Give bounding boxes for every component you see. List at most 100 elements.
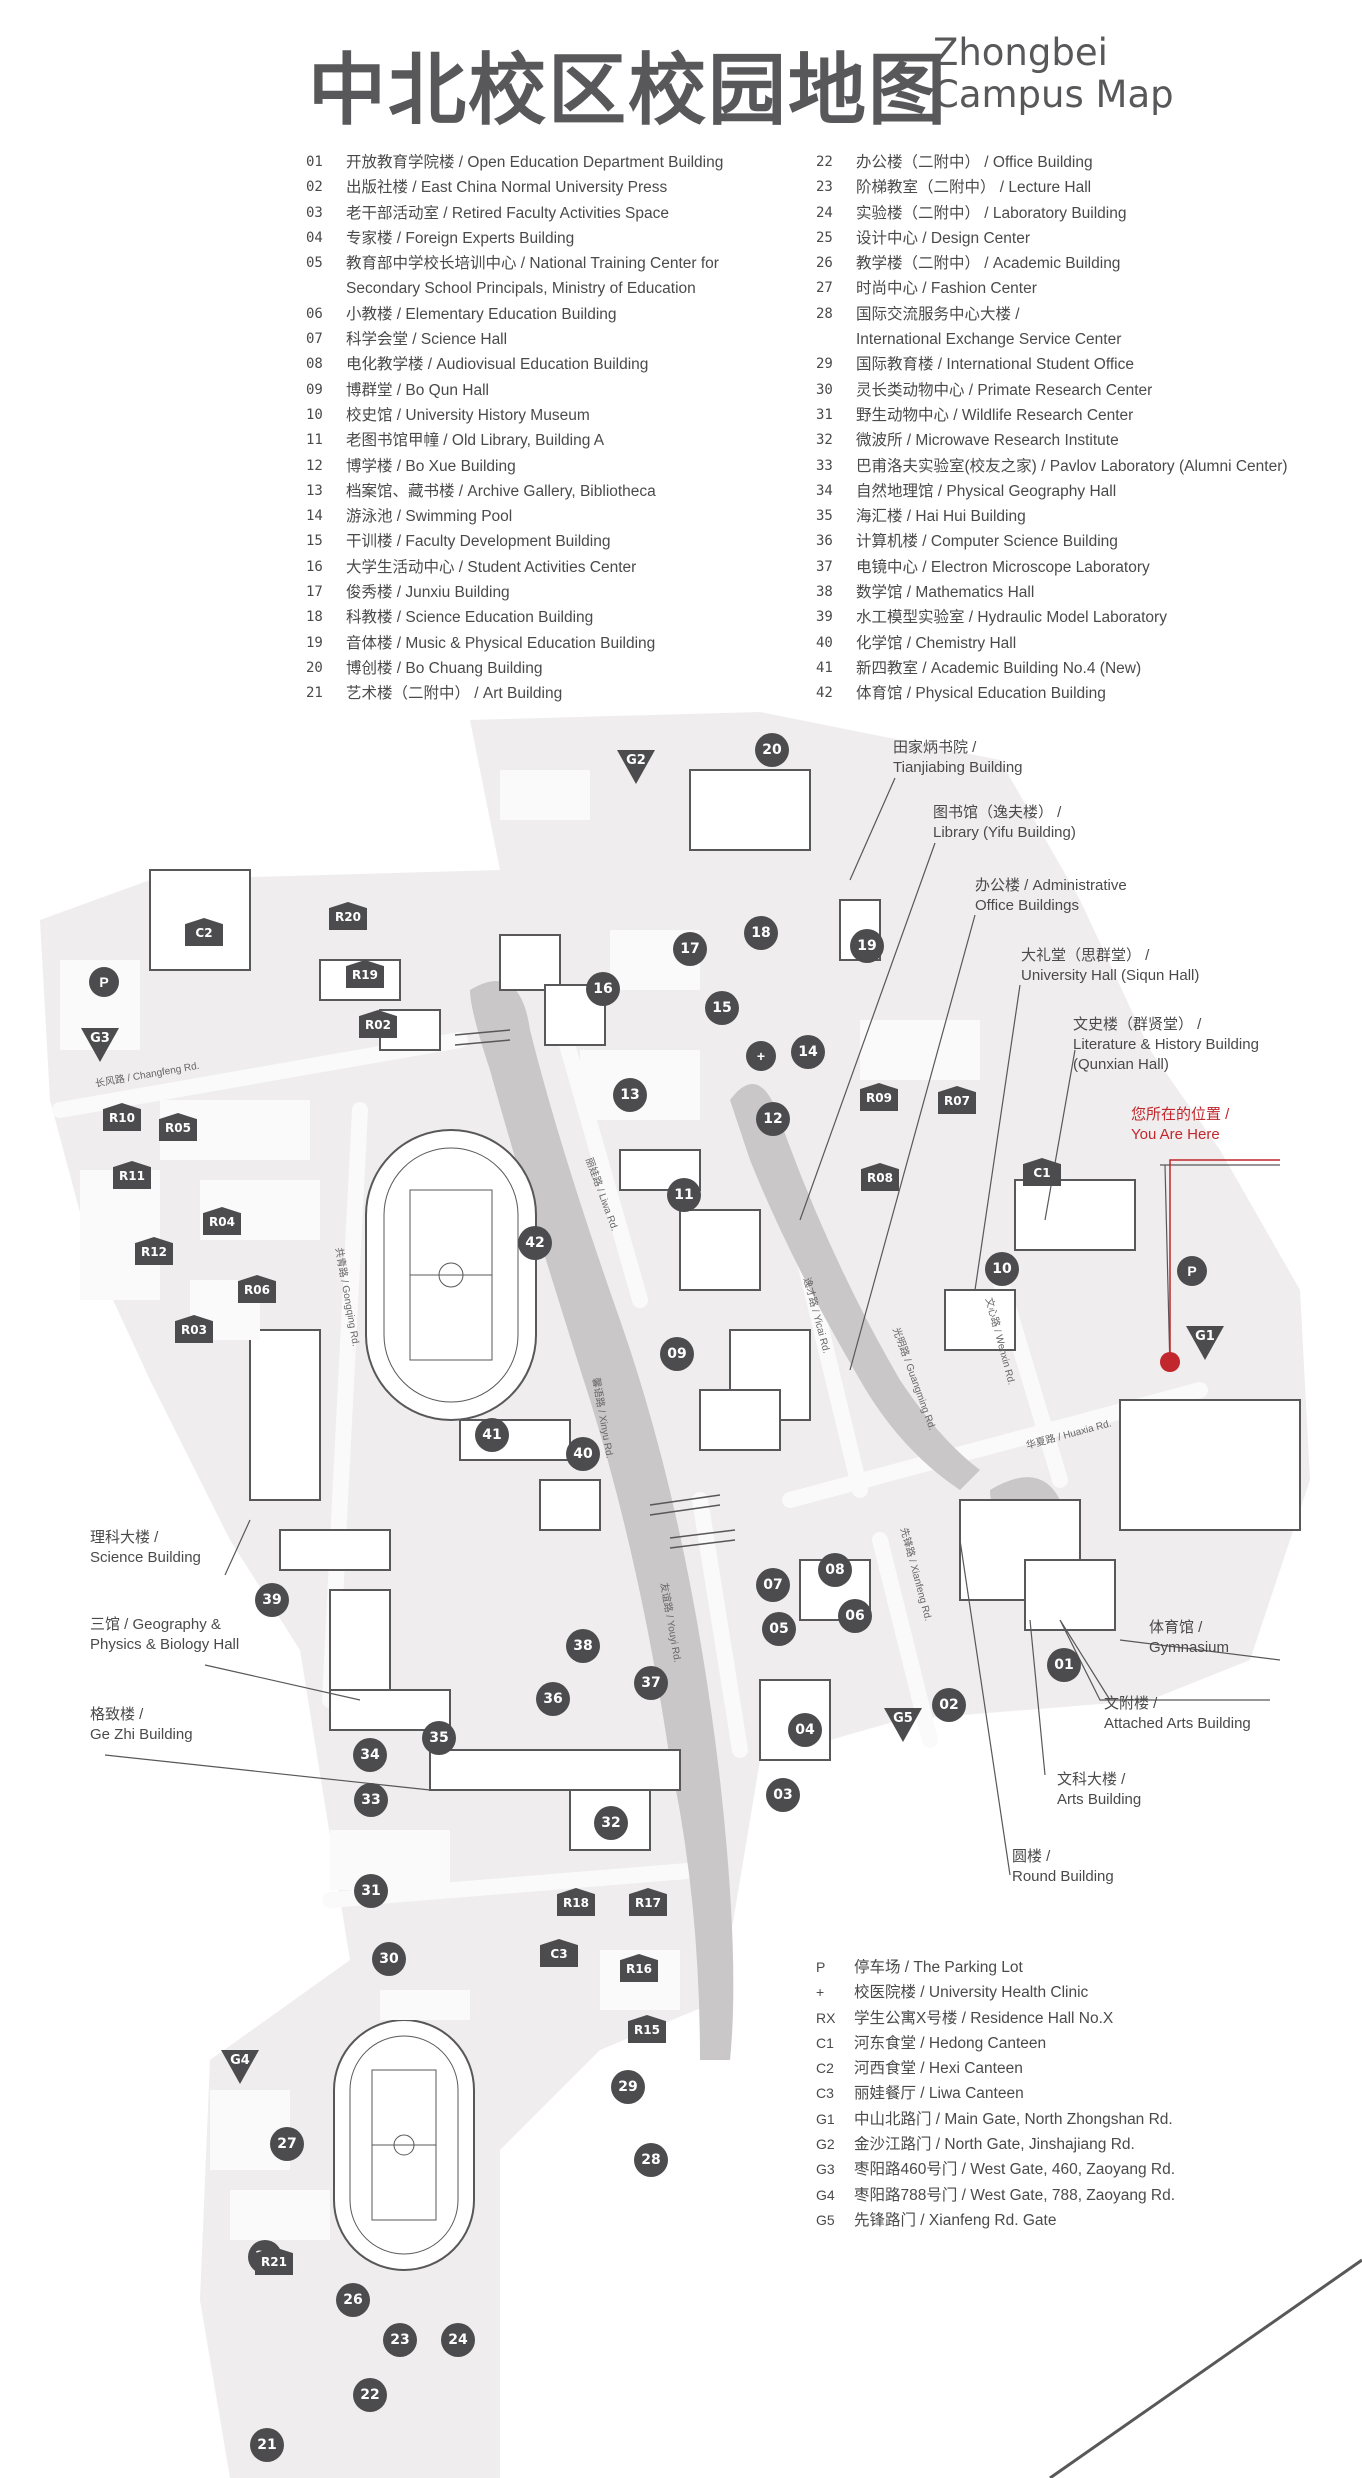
building-block (699, 1389, 781, 1451)
key-item-clinic: +校医院楼 / University Health Clinic (816, 1980, 1175, 2005)
building-marker-26[interactable]: 26 (336, 2283, 370, 2317)
building-marker-18[interactable]: 18 (744, 916, 778, 950)
building-marker-17[interactable]: 17 (673, 932, 707, 966)
legend-text: 数学馆 / Mathematics Hall (856, 584, 1035, 602)
building-marker-09[interactable]: 09 (660, 1337, 694, 1371)
residence-marker-r09[interactable]: R09 (860, 1083, 898, 1111)
building-marker-31[interactable]: 31 (354, 1874, 388, 1908)
building-marker-19[interactable]: 19 (850, 929, 884, 963)
residence-marker-r02[interactable]: R02 (359, 1010, 397, 1038)
building-marker-16[interactable]: 16 (586, 972, 620, 1006)
building-marker-39[interactable]: 39 (255, 1583, 289, 1617)
legend-text: 校史馆 / University History Museum (346, 406, 590, 424)
building-marker-07[interactable]: 07 (756, 1568, 790, 1602)
building-marker-15[interactable]: 15 (705, 991, 739, 1025)
residence-marker-r03[interactable]: R03 (175, 1315, 213, 1343)
building-block (1014, 1179, 1136, 1251)
building-marker-20[interactable]: 20 (755, 733, 789, 767)
residence-marker-r04[interactable]: R04 (203, 1207, 241, 1235)
building-block (944, 1289, 1016, 1351)
building-marker-30[interactable]: 30 (372, 1942, 406, 1976)
legend-text: 巴甫洛夫实验室(校友之家) / Pavlov Laboratory (Alumn… (856, 457, 1288, 475)
building-marker-42[interactable]: 42 (518, 1226, 552, 1260)
legend-text: 博群堂 / Bo Qun Hall (346, 381, 489, 399)
building-block (1119, 1399, 1301, 1531)
residence-marker-r15[interactable]: R15 (628, 2015, 666, 2043)
map-label-siqun: 大礼堂（思群堂） /University Hall (Siqun Hall) (1021, 946, 1199, 986)
clinic-marker[interactable]: + (746, 1041, 776, 1071)
building-marker-06[interactable]: 06 (838, 1599, 872, 1633)
parking-marker[interactable]: P (89, 967, 119, 997)
building-marker-23[interactable]: 23 (383, 2323, 417, 2357)
building-marker-05[interactable]: 05 (762, 1612, 796, 1646)
residence-marker-r17[interactable]: R17 (629, 1888, 667, 1916)
residence-marker-r19[interactable]: R19 (346, 960, 384, 988)
legend-text: 博创楼 / Bo Chuang Building (346, 659, 543, 677)
building-marker-40[interactable]: 40 (566, 1437, 600, 1471)
building-marker-36[interactable]: 36 (536, 1682, 570, 1716)
legend-text: 科教楼 / Science Education Building (346, 609, 594, 627)
key-text: 金沙江路门 / North Gate, Jinshajiang Rd. (854, 2136, 1135, 2154)
building-marker-11[interactable]: 11 (667, 1178, 701, 1212)
legend-number: 32 (816, 432, 833, 449)
canteen-marker-c2[interactable]: C2 (185, 918, 223, 946)
residence-marker-r05[interactable]: R05 (159, 1113, 197, 1141)
building-marker-34[interactable]: 34 (353, 1738, 387, 1772)
building-marker-04[interactable]: 04 (788, 1713, 822, 1747)
building-marker-13[interactable]: 13 (613, 1078, 647, 1112)
building-marker-24[interactable]: 24 (441, 2323, 475, 2357)
building-marker-41[interactable]: 41 (475, 1418, 509, 1452)
legend-text: 开放教育学院楼 / Open Education Department Buil… (346, 154, 724, 171)
legend-number: 37 (816, 558, 833, 575)
residence-marker-r20[interactable]: R20 (329, 902, 367, 930)
building-block (689, 769, 811, 851)
building-marker-28[interactable]: 28 (634, 2143, 668, 2177)
legend-text: 电化教学楼 / Audiovisual Education Building (346, 356, 649, 374)
building-marker-01[interactable]: 01 (1047, 1648, 1081, 1682)
building-marker-03[interactable]: 03 (766, 1778, 800, 1812)
building-marker-33[interactable]: 33 (354, 1783, 388, 1817)
residence-marker-r12[interactable]: R12 (135, 1237, 173, 1265)
building-block (279, 1529, 391, 1571)
legend-text: 专家楼 / Foreign Experts Building (346, 229, 575, 247)
building-marker-22[interactable]: 22 (353, 2378, 387, 2412)
canteen-marker-c1[interactable]: C1 (1023, 1158, 1061, 1186)
building-marker-10[interactable]: 10 (985, 1252, 1019, 1286)
building-marker-29[interactable]: 29 (611, 2070, 645, 2104)
building-marker-21[interactable]: 21 (250, 2428, 284, 2462)
parking-marker[interactable]: P (1177, 1256, 1207, 1286)
residence-marker-r08[interactable]: R08 (861, 1163, 899, 1191)
canteen-marker-c3[interactable]: C3 (540, 1939, 578, 1967)
legend-text: 自然地理馆 / Physical Geography Hall (856, 482, 1117, 500)
residence-marker-r07[interactable]: R07 (938, 1086, 976, 1114)
residence-marker-r06[interactable]: R06 (238, 1275, 276, 1303)
building-marker-27[interactable]: 27 (270, 2127, 304, 2161)
map-label-gymnasium: 体育馆 /Gymnasium (1149, 1618, 1229, 1658)
campus-map[interactable] (0, 700, 1362, 2478)
building-marker-02[interactable]: 02 (932, 1688, 966, 1722)
building-marker-32[interactable]: 32 (594, 1806, 628, 1840)
residence-marker-r16[interactable]: R16 (620, 1954, 658, 1982)
key-symbol: C3 (816, 2085, 834, 2102)
building-marker-35[interactable]: 35 (422, 1721, 456, 1755)
building-marker-14[interactable]: 14 (791, 1035, 825, 1069)
building-marker-38[interactable]: 38 (566, 1629, 600, 1663)
key-symbol: G3 (816, 2161, 835, 2178)
building-marker-08[interactable]: 08 (818, 1553, 852, 1587)
residence-marker-r18[interactable]: R18 (557, 1888, 595, 1916)
building-marker-37[interactable]: 37 (634, 1666, 668, 1700)
building-marker-12[interactable]: 12 (756, 1102, 790, 1136)
residence-marker-r21[interactable]: R21 (255, 2247, 293, 2275)
residence-marker-r10[interactable]: R10 (103, 1103, 141, 1131)
residence-marker-r11[interactable]: R11 (113, 1161, 151, 1189)
